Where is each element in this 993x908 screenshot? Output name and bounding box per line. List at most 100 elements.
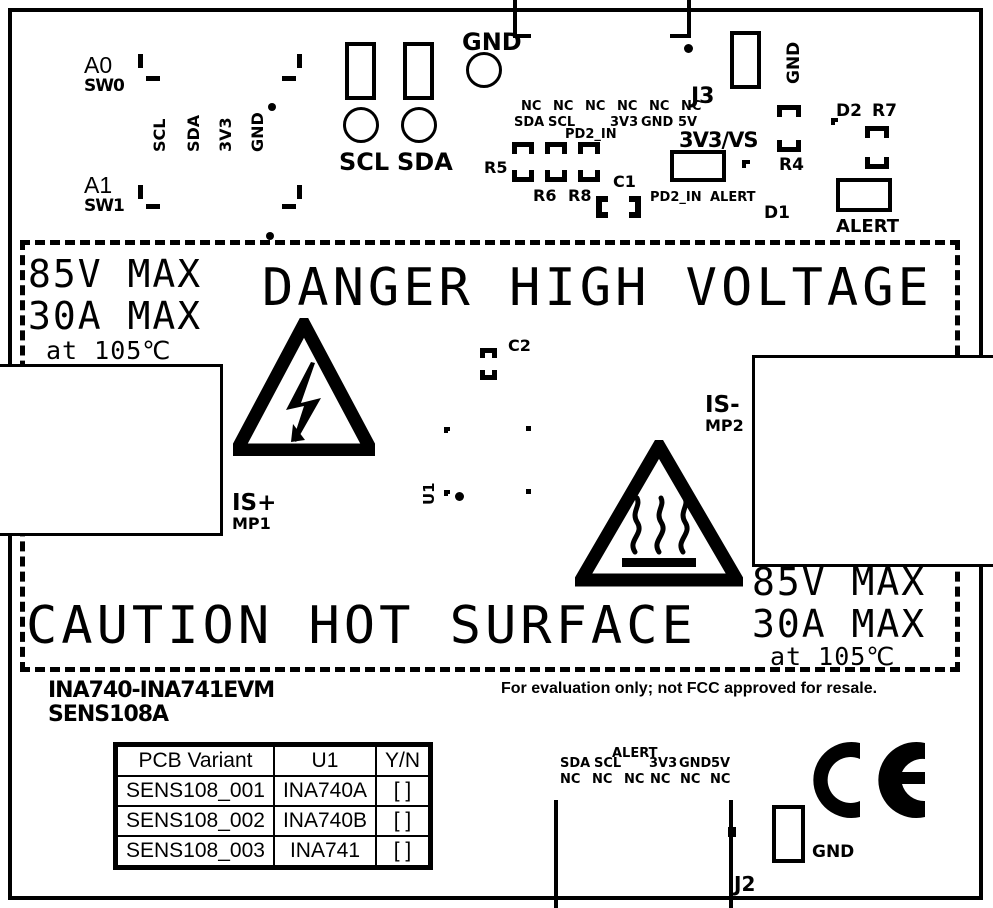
u1-pin1-dot	[455, 492, 464, 501]
r7-refdes: R7	[872, 101, 897, 121]
scl-header-pad	[345, 42, 376, 100]
j3-nc-6: NC	[681, 99, 702, 114]
cell-u1-3: INA741	[272, 835, 378, 867]
j3-pin-gnd: GND	[641, 115, 674, 130]
switch-sw1-refdes: SW1	[84, 196, 125, 216]
c1-pad-left	[596, 196, 608, 218]
jumper-3v3-vs-footprint	[670, 150, 726, 182]
u1-corner-mark-2	[444, 490, 450, 496]
j2-nc-6: NC	[710, 772, 731, 787]
sw1-pad-br	[297, 185, 302, 199]
sda-testpoint-ring	[401, 107, 437, 143]
c1-refdes: C1	[613, 172, 636, 191]
testpoint-scl-label: SCL	[339, 148, 390, 176]
switch-a0-address-label: A0	[84, 52, 113, 78]
u1-refdes: U1	[420, 482, 438, 505]
r8-refdes: R8	[568, 186, 592, 205]
terminal-is-minus-signal: IS-	[705, 392, 740, 418]
cell-checkbox-2[interactable]: [ ]	[375, 805, 431, 837]
danger-high-voltage-text: DANGER HIGH VOLTAGE	[262, 258, 933, 318]
alert-led-footprint	[836, 178, 892, 212]
switch-signal-scl: SCL	[150, 118, 169, 152]
j3-outline-left-leg	[513, 0, 517, 38]
jumper-option-pd2in: PD2_IN	[650, 190, 702, 205]
j3-pin-pd2in: PD2_IN	[565, 127, 617, 142]
jumper-polarity-mark	[742, 160, 750, 168]
sw0-pad-tr-2	[282, 76, 296, 81]
terminal-mp2-refdes: MP2	[705, 416, 744, 435]
sw1-pad-br-2	[282, 204, 296, 209]
j2-nc-5: NC	[680, 772, 701, 787]
sw0-pad-tl	[138, 54, 143, 68]
hot-surface-triangle-icon	[569, 433, 749, 588]
cell-u1-1: INA740A	[272, 775, 378, 807]
r5-pad-bottom	[512, 170, 534, 182]
testpoint-sda-label: SDA	[397, 148, 453, 176]
is-plus-terminal-block	[0, 364, 223, 536]
r8-pad-top	[578, 142, 600, 154]
cell-u1-2: INA740B	[272, 805, 378, 837]
alert-led-label: ALERT	[836, 216, 900, 237]
j2-outline-right-leg	[729, 800, 733, 908]
jumper-3v3-vs-label: 3V3/VS	[679, 128, 759, 152]
j3-pin-5v: 5V	[678, 115, 698, 130]
pcb-variant-table: PCB Variant U1 Y/N SENS108_001 INA740A […	[112, 742, 434, 870]
sw0-pad-tl-2	[146, 76, 160, 81]
r7-pad-top	[865, 126, 889, 138]
fcc-notice: For evaluation only; not FCC approved fo…	[501, 680, 878, 697]
j3-nc-5: NC	[649, 99, 670, 114]
d1-refdes: D1	[764, 203, 790, 223]
th-u1: U1	[272, 745, 378, 777]
cell-variant-1: SENS108_001	[116, 775, 275, 807]
j3-pin1-dot	[684, 44, 693, 53]
sw1-pin1-dot	[266, 232, 274, 240]
cell-checkbox-3[interactable]: [ ]	[375, 835, 431, 867]
j2-pin1-mark	[728, 827, 736, 837]
left-voltage-rating: 85V MAX	[28, 252, 203, 296]
gnd-testpoint-ring	[466, 52, 502, 88]
j3-pin-scl: SCL	[548, 115, 576, 130]
j3-nc-3: NC	[585, 99, 606, 114]
r6-refdes: R6	[533, 186, 557, 205]
table-header-row: PCB Variant U1 Y/N	[116, 745, 431, 777]
right-temperature-rating: at 105℃	[770, 642, 896, 671]
j2-nc-2: NC	[592, 772, 613, 787]
j3-nc-1: NC	[521, 99, 542, 114]
switch-sw0-refdes: SW0	[84, 76, 125, 96]
cell-variant-3: SENS108_003	[116, 835, 275, 867]
switch-signal-gnd: GND	[248, 112, 267, 152]
high-voltage-triangle-icon	[226, 310, 382, 457]
j2-nc-3: NC	[624, 772, 645, 787]
r6-pad-top	[545, 142, 567, 154]
table-row: SENS108_001 INA740A [ ]	[116, 775, 431, 807]
sw1-pad-bl-2	[146, 204, 160, 209]
j2-pin-sda: SDA	[560, 756, 591, 771]
r4-pad-top	[777, 105, 801, 117]
j2-outline-left-leg	[554, 800, 558, 908]
cell-variant-2: SENS108_002	[116, 805, 275, 837]
switch-signal-sda: SDA	[184, 114, 203, 152]
u1-pad-mark-tr	[526, 426, 531, 431]
table-row: SENS108_003 INA741 [ ]	[116, 835, 431, 867]
cell-checkbox-1[interactable]: [ ]	[375, 775, 431, 807]
jumper-option-alert: ALERT	[710, 190, 756, 205]
left-temperature-rating: at 105℃	[46, 336, 172, 365]
r7-pad-bottom	[865, 157, 889, 169]
r5-pad-top	[512, 142, 534, 154]
u1-pad-mark-br	[526, 489, 531, 494]
sw0-pin1-dot	[268, 103, 276, 111]
th-yn: Y/N	[375, 745, 431, 777]
r8-pad-bottom	[578, 170, 600, 182]
j2-pin-scl: SCL	[594, 756, 622, 771]
j2-pin-alert: ALERT	[612, 746, 658, 761]
j2-pin-3v3: 3V3	[649, 756, 678, 771]
j3-nc-2: NC	[553, 99, 574, 114]
d2-refdes: D2	[836, 101, 862, 121]
th-pcb-variant: PCB Variant	[116, 745, 275, 777]
j3-outline-right-foot	[670, 34, 688, 38]
c2-refdes: C2	[508, 336, 531, 355]
j3-outline-right-leg	[687, 0, 691, 38]
j2-pin-5v: 5V	[711, 756, 731, 771]
terminal-mp1-refdes: MP1	[232, 514, 271, 533]
